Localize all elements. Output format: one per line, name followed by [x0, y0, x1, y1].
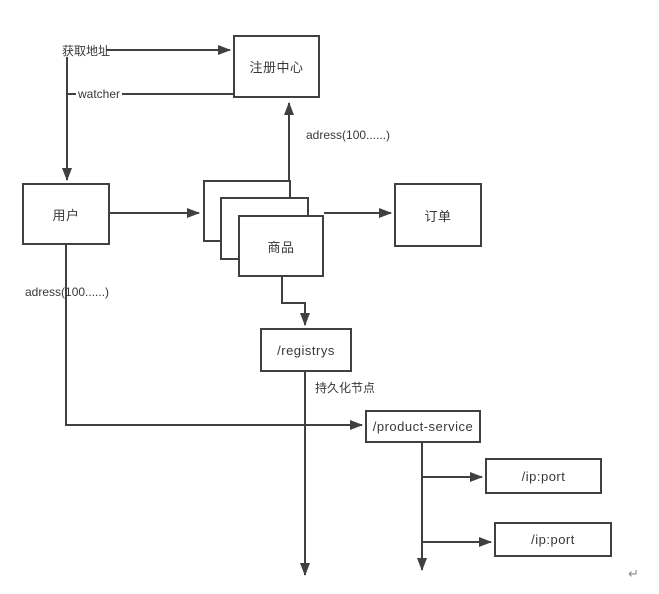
node-ip-port-2: /ip:port	[494, 522, 612, 557]
node-registry-center-label: 注册中心	[249, 60, 304, 75]
node-product-label: 商品	[267, 239, 295, 255]
node-ip-port-1: /ip:port	[485, 458, 602, 494]
edge-label-address-left: adress(100......)	[25, 285, 110, 299]
edge-label-get-address: 获取地址	[62, 44, 111, 58]
edge-label-watcher: watcher	[76, 87, 123, 101]
node-user: 用户	[22, 183, 110, 245]
node-product-service: /product-service	[365, 410, 481, 443]
edge-label-address-top: adress(100......)	[306, 128, 391, 142]
node-product: 商品	[238, 215, 324, 277]
node-registry-center: 注册中心	[233, 35, 320, 98]
node-registrys-label: /registrys	[277, 342, 335, 358]
node-product-service-label: /product-service	[372, 419, 474, 434]
paragraph-return-mark: ↵	[628, 566, 639, 581]
node-registrys: /registrys	[260, 328, 352, 372]
node-ip-port-1-label: /ip:port	[521, 468, 566, 484]
node-order-label: 订单	[424, 208, 452, 224]
edge-product-to-registrys-arrow	[281, 277, 310, 326]
node-user-label: 用户	[52, 207, 80, 223]
node-order: 订单	[394, 183, 482, 247]
edge-user-to-product-service-arrow	[65, 245, 363, 430]
node-ip-port-2-label: /ip:port	[531, 532, 575, 547]
edge-label-persistent-node: 持久化节点	[315, 381, 376, 395]
